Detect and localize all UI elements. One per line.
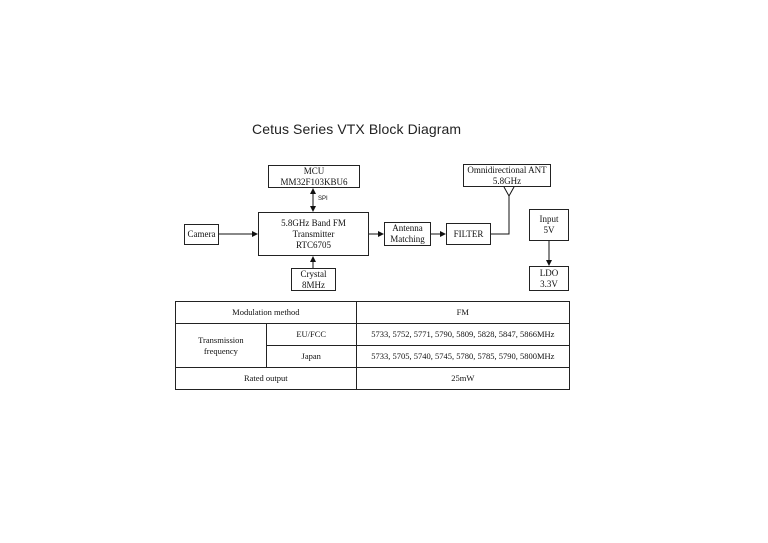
filter-block: FILTER — [446, 223, 491, 245]
antenna-matching-block: Antenna Matching — [384, 222, 431, 246]
camera-block: Camera — [184, 224, 219, 245]
diagram-title: Cetus Series VTX Block Diagram — [252, 121, 462, 137]
mcu-block: MCU MM32F103KBU6 — [268, 165, 360, 188]
table-row: Japan 5733, 5705, 5740, 5745, 5780, 5785… — [176, 345, 571, 368]
antenna-block: Omnidirectional ANT 5.8GHz — [463, 164, 551, 187]
mcu-label: MCU — [303, 165, 325, 176]
antenna-band: 5.8GHz — [492, 175, 522, 186]
table-row: Rated output 25mW — [175, 367, 571, 390]
antenna-symbol — [503, 186, 515, 198]
table-row: Transmission frequency EU/FCC 5733, 5752… — [175, 323, 571, 368]
crystal-label: Crystal — [300, 268, 327, 279]
region-japan: Japan — [265, 345, 357, 368]
antenna-label: Omnidirectional ANT — [467, 164, 547, 175]
region-eu: EU/FCC — [265, 323, 357, 346]
modulation-label: Modulation method — [175, 301, 357, 324]
input-label: Input — [539, 214, 559, 224]
rated-output-label: Rated output — [175, 367, 357, 390]
spi-label: SPI — [318, 196, 328, 202]
transmitter-line1: 5.8GHz Band FM — [281, 217, 346, 228]
antenna-feed — [491, 196, 510, 235]
transmission-label-line2: frequency — [203, 345, 238, 356]
transmission-frequency-label: Transmission frequency — [175, 323, 267, 368]
input-voltage: 5V — [543, 225, 555, 235]
crystal-block: Crystal 8MHz — [291, 268, 336, 291]
ldo-voltage: 3.3V — [540, 278, 558, 289]
transmitter-block: 5.8GHz Band FM Transmitter RTC6705 — [258, 212, 369, 256]
antenna-matching-line1: Antenna — [392, 223, 423, 233]
transmission-label-line1: Transmission — [198, 334, 244, 345]
transmitter-line2: Transmitter — [292, 228, 335, 239]
spec-table: Modulation method FM Transmission freque… — [175, 301, 571, 390]
camera-label: Camera — [187, 229, 216, 239]
input-block: Input 5V — [529, 209, 569, 241]
frequencies-eu: 5733, 5752, 5771, 5790, 5809, 5828, 5847… — [355, 323, 571, 346]
rated-output-value: 25mW — [355, 367, 571, 390]
antenna-matching-line2: Matching — [390, 234, 425, 244]
ldo-label: LDO — [539, 267, 559, 278]
filter-label: FILTER — [453, 228, 484, 239]
crystal-frequency: 8MHz — [302, 279, 325, 290]
modulation-value: FM — [355, 301, 571, 324]
ldo-block: LDO 3.3V — [529, 266, 569, 291]
mcu-part: MM32F103KBU6 — [280, 176, 348, 187]
frequencies-japan: 5733, 5705, 5740, 5745, 5780, 5785, 5790… — [355, 345, 571, 368]
transmitter-part: RTC6705 — [296, 239, 331, 250]
table-row: Modulation method FM — [175, 301, 571, 324]
